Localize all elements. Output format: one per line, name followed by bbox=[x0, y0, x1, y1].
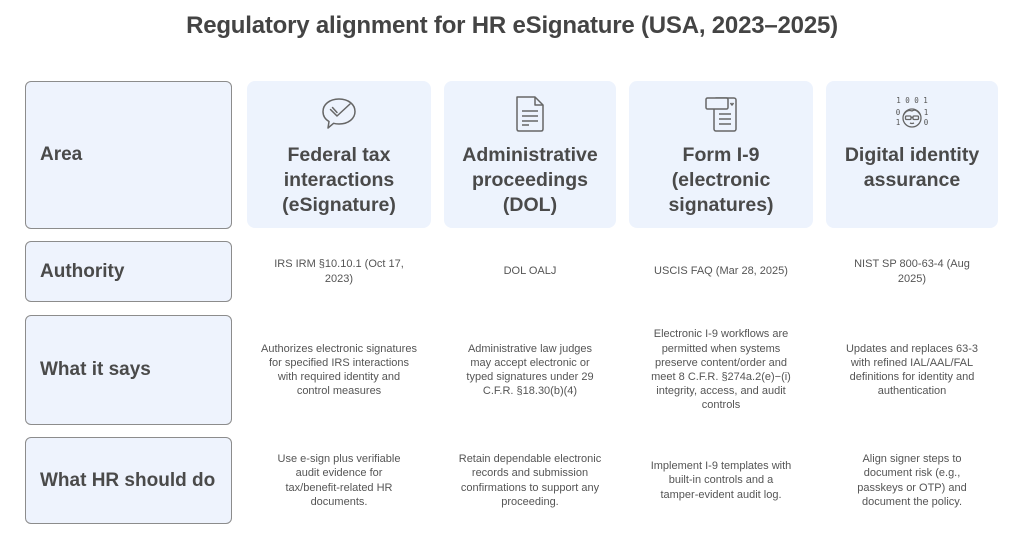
row-label-what-hr-should-do: What HR should do bbox=[25, 437, 232, 524]
page-title: Regulatory alignment for HR eSignature (… bbox=[186, 12, 838, 39]
document-icon bbox=[513, 93, 547, 135]
row-label-authority: Authority bbox=[25, 241, 232, 302]
binary-left-mid: 0 bbox=[896, 108, 901, 117]
what-it-says-cell: Updates and replaces 63-3 with refined I… bbox=[845, 342, 979, 398]
binary-top: 1 0 0 1 bbox=[896, 96, 928, 105]
what-it-says-cell: Electronic I-9 workflows are permitted w… bbox=[651, 328, 791, 412]
row-label-what-hr-should-do-text: What HR should do bbox=[40, 469, 216, 491]
what-hr-should-do-cell: Align signer steps to document risk (e.g… bbox=[857, 453, 967, 508]
binary-right-bottom: 0 bbox=[924, 118, 929, 127]
column-header-form-i9: Form I-9 (electronic signatures) bbox=[629, 81, 813, 228]
binary-left-bottom: 1 bbox=[896, 118, 901, 127]
what-hr-should-do-cell: Use e-sign plus verifiable audit evidenc… bbox=[277, 453, 401, 508]
row-label-authority-text: Authority bbox=[40, 260, 125, 282]
form-icon bbox=[701, 93, 741, 135]
column-header-federal-tax: Federal tax interactions (eSignature) bbox=[247, 81, 431, 228]
speech-bubble-check-icon bbox=[319, 93, 359, 135]
column-header-title: Administrative proceedings (DOL) bbox=[462, 144, 598, 216]
what-hr-should-do-cell: Implement I-9 templates with built-in co… bbox=[650, 460, 792, 501]
authority-cell: IRS IRM §10.10.1 (Oct 17, 2023) bbox=[274, 258, 404, 285]
column-header-administrative: Administrative proceedings (DOL) bbox=[444, 81, 616, 228]
what-hr-should-do-cell: Retain dependable electronic records and… bbox=[458, 453, 602, 508]
binary-right-mid: 1 bbox=[924, 108, 929, 117]
column-header-digital-identity: 1 0 0 1 0 1 1 0 Digital identity assuran… bbox=[826, 81, 998, 228]
row-label-area-text: Area bbox=[40, 144, 83, 165]
authority-cell: NIST SP 800-63-4 (Aug 2025) bbox=[854, 258, 970, 285]
row-label-area: Area bbox=[25, 81, 232, 229]
row-label-what-it-says: What it says bbox=[25, 315, 232, 425]
what-it-says-cell: Administrative law judges may accept ele… bbox=[466, 342, 594, 398]
column-header-title: Form I-9 (electronic signatures) bbox=[668, 144, 774, 216]
digital-identity-icon: 1 0 0 1 0 1 1 0 bbox=[890, 93, 934, 135]
row-label-what-it-says-text: What it says bbox=[40, 359, 151, 380]
what-it-says-cell: Authorizes electronic signatures for spe… bbox=[261, 342, 417, 398]
authority-cell: USCIS FAQ (Mar 28, 2025) bbox=[654, 265, 788, 278]
column-header-title: Digital identity assurance bbox=[844, 144, 980, 191]
column-header-title: Federal tax interactions (eSignature) bbox=[282, 144, 396, 216]
authority-cell: DOL OALJ bbox=[503, 265, 557, 278]
